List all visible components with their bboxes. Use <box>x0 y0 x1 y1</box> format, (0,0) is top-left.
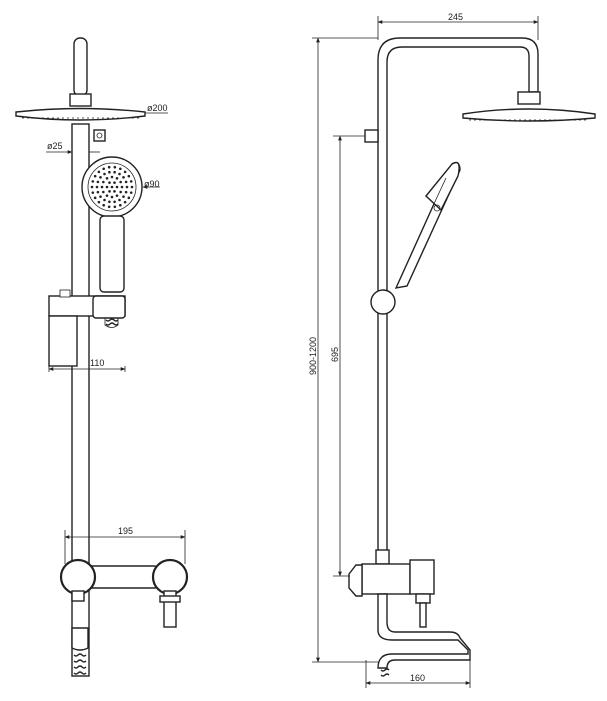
nozzle-dot <box>113 205 117 209</box>
wall-bracket <box>93 129 106 142</box>
front-rain-head <box>15 107 146 121</box>
nozzle-dot <box>118 172 121 176</box>
nozzle-dot <box>113 165 117 169</box>
nozzle-dot <box>97 200 101 204</box>
nozzle-dot <box>115 194 119 197</box>
nozzle-dot <box>103 172 106 176</box>
nozzle-dot <box>100 185 104 189</box>
nozzle-dot <box>102 203 105 207</box>
dim-height-range: 900-1200 <box>308 337 318 375</box>
nozzle-dot <box>113 170 116 174</box>
nozzle-dot <box>110 195 114 199</box>
nozzle-dot <box>105 194 109 197</box>
dim-head-diameter: ø200 <box>147 103 168 113</box>
nozzle-dot <box>93 196 97 200</box>
nozzle-dot <box>123 200 127 204</box>
nozzle-dot <box>122 195 125 198</box>
nozzle-dot <box>120 185 124 189</box>
nozzle-dot <box>95 185 99 189</box>
front-dimensions: ø200 ø25 ø90 110 195 <box>46 103 186 564</box>
nozzle-dot <box>127 174 131 178</box>
nozzle-dot <box>102 180 105 184</box>
side-view <box>348 37 596 677</box>
nozzle-dot <box>127 196 131 200</box>
nozzle-dot <box>122 176 125 179</box>
nozzle-dot <box>105 185 109 189</box>
front-mixer <box>59 558 189 675</box>
nozzle-dot <box>130 185 134 189</box>
nozzle-dot <box>108 170 111 174</box>
dim-rail-diameter: ø25 <box>47 141 63 151</box>
nozzle-dot <box>110 185 114 189</box>
nozzle-dot <box>102 190 105 194</box>
nozzle-dot <box>103 198 106 202</box>
nozzle-dot <box>97 170 101 174</box>
nozzle-dot <box>108 181 111 184</box>
nozzle-dot <box>90 185 94 189</box>
nozzle-dot <box>119 180 122 184</box>
nozzle-dot <box>96 180 100 184</box>
nozzle-dot <box>108 190 111 193</box>
nozzle-dot <box>129 180 133 183</box>
nozzle-dot <box>113 190 116 193</box>
nozzle-dot <box>96 190 100 194</box>
nozzle-dot <box>99 176 102 179</box>
nozzle-dot <box>115 177 119 180</box>
nozzle-dot <box>107 205 111 209</box>
front-holder <box>48 289 126 367</box>
nozzle-dot <box>107 165 111 169</box>
front-arm-stub <box>73 37 88 97</box>
nozzle-dot <box>129 191 133 194</box>
nozzle-dot <box>113 200 116 204</box>
nozzle-dot <box>91 180 95 183</box>
nozzle-dot <box>125 185 129 189</box>
dim-holder-width: 110 <box>90 358 104 368</box>
nozzle-dot <box>119 190 122 194</box>
nozzle-dots <box>90 165 134 209</box>
nozzle-dot <box>102 167 105 171</box>
dim-mixer-width: 195 <box>118 526 133 536</box>
nozzle-dot <box>119 167 122 171</box>
dim-spout-length: 160 <box>410 673 425 683</box>
side-dimensions: 245 900-1200 695 160 <box>308 12 539 688</box>
nozzle-dot <box>124 180 128 184</box>
nozzle-dot <box>113 181 116 184</box>
side-mixer <box>348 549 471 677</box>
nozzle-dot <box>119 203 122 207</box>
nozzle-dot <box>115 185 119 189</box>
hand-shower-handle <box>99 215 125 293</box>
nozzle-dot <box>99 195 102 198</box>
nozzle-dot <box>93 174 97 178</box>
dim-slide-length: 695 <box>330 347 340 362</box>
nozzle-dot <box>123 170 127 174</box>
nozzle-dot <box>105 177 109 180</box>
dim-arm-length: 245 <box>448 12 463 22</box>
front-arm-nut <box>69 93 92 107</box>
dim-hand-diameter: ø90 <box>144 179 160 189</box>
nozzle-dot <box>118 198 121 202</box>
side-slide-holder <box>370 289 396 315</box>
front-hand-shower <box>81 156 143 293</box>
side-hand-shower <box>394 161 461 289</box>
nozzle-dot <box>108 200 111 204</box>
nozzle-dot <box>91 191 95 194</box>
side-rain-head <box>462 108 596 122</box>
nozzle-dot <box>110 175 114 179</box>
front-view <box>15 37 189 677</box>
nozzle-dot <box>124 190 128 194</box>
